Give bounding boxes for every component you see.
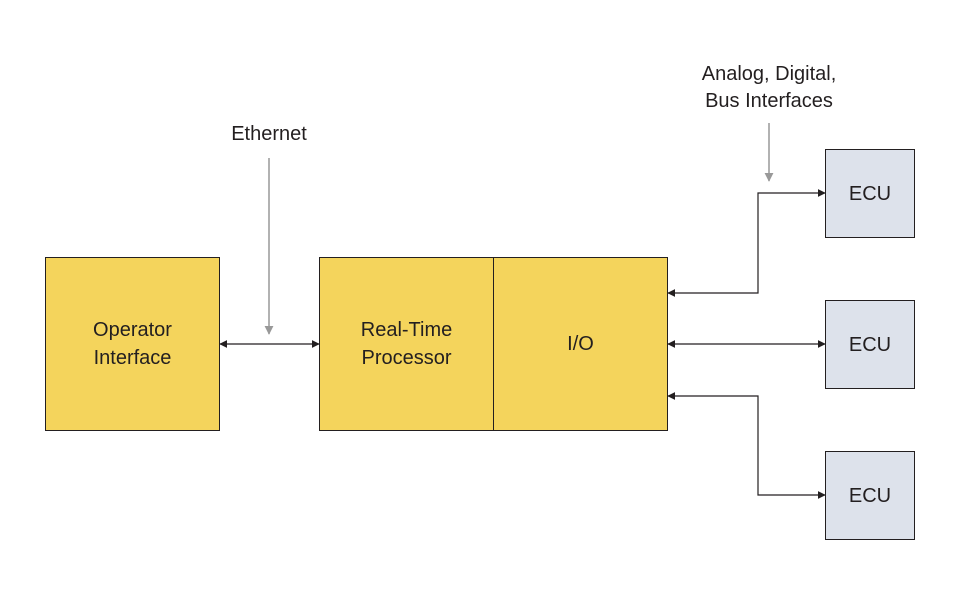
ecu-block: ECU — [825, 149, 915, 238]
io-block: I/O — [493, 257, 668, 431]
io-ecu3-link — [667, 392, 826, 499]
io-ecu1-link — [667, 189, 826, 297]
ethernet-label: Ethernet — [231, 123, 307, 145]
ecu-block: ECU — [825, 451, 915, 540]
realtime-processor-block: Real-Time Processor — [319, 257, 494, 431]
ecu-block: ECU — [825, 300, 915, 389]
operator-interface-block: Operator Interface — [45, 257, 220, 431]
interfaces-label: Analog, Digital, Bus Interfaces — [701, 63, 837, 112]
